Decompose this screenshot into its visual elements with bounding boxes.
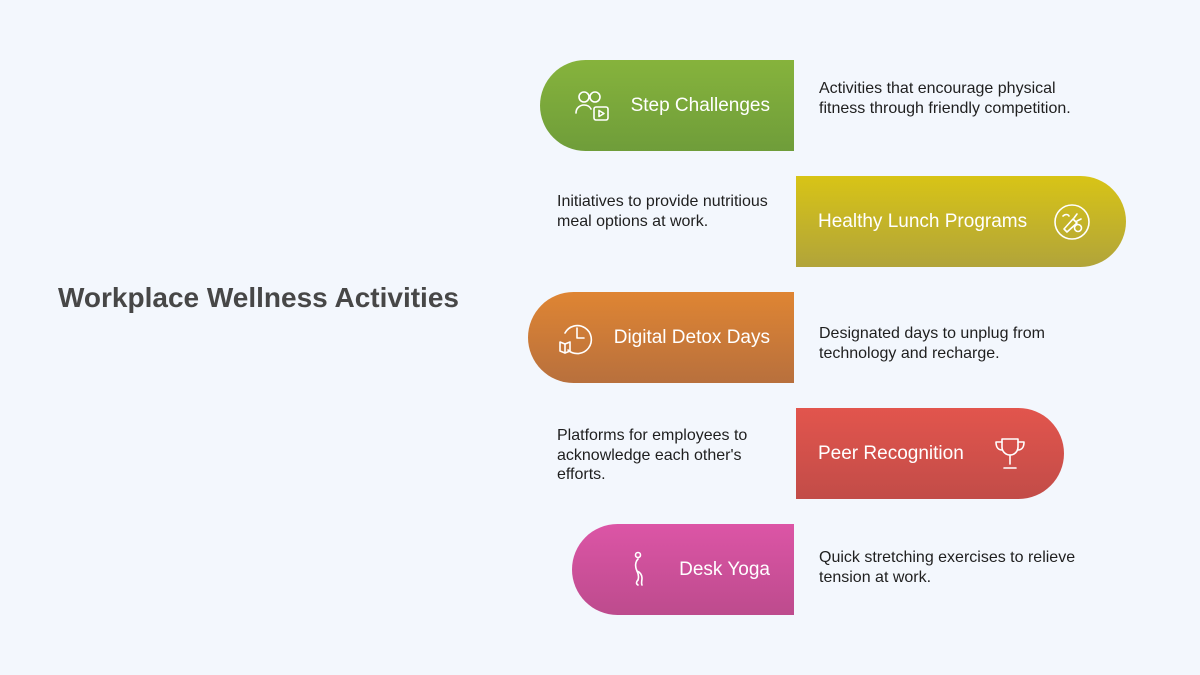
pill-digital-detox-days: Digital Detox Days bbox=[528, 292, 794, 383]
pill-label: Healthy Lunch Programs bbox=[818, 210, 1028, 232]
pill-desk-yoga: Desk Yoga bbox=[572, 524, 794, 615]
description-peer-recognition: Platforms for employees to acknowledge e… bbox=[557, 427, 748, 483]
pill-healthy-lunch-programs: Healthy Lunch Programs bbox=[796, 176, 1126, 267]
pill-peer-recognition: Peer Recognition bbox=[796, 408, 1064, 499]
vegetables-icon bbox=[1052, 202, 1092, 242]
page-title: Workplace Wellness Activities bbox=[58, 282, 459, 313]
pill-label: Step Challenges bbox=[630, 94, 770, 116]
pill-label: Digital Detox Days bbox=[613, 326, 770, 348]
people-video-icon bbox=[573, 86, 613, 126]
description-step-challenges: Activities that encourage physical fitne… bbox=[819, 80, 1071, 117]
pill-label: Peer Recognition bbox=[818, 442, 964, 464]
description-healthy-lunch-programs: Initiatives to provide nutritious meal o… bbox=[557, 193, 768, 230]
description-digital-detox-days: Designated days to unplug from technolog… bbox=[819, 325, 1045, 362]
trophy-icon bbox=[990, 434, 1030, 474]
yoga-pose-icon bbox=[621, 550, 661, 590]
pill-label: Desk Yoga bbox=[679, 558, 770, 580]
clock-book-icon bbox=[556, 318, 596, 358]
pill-step-challenges: Step Challenges bbox=[540, 60, 794, 151]
description-desk-yoga: Quick stretching exercises to relieve te… bbox=[819, 549, 1076, 586]
